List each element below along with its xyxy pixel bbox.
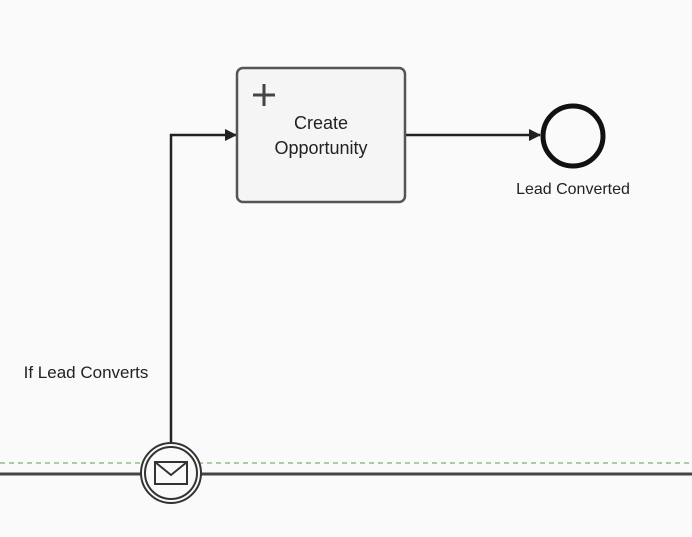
- collapsed-subprocess-plus-icon: [253, 84, 275, 106]
- sequence-flow-to-subprocess[interactable]: [169, 129, 237, 447]
- envelope-icon: [154, 461, 188, 485]
- subprocess-label-line2: Opportunity: [274, 138, 367, 158]
- end-event-lead-converted[interactable]: [540, 103, 606, 169]
- boundary-event-label: If Lead Converts: [24, 363, 149, 382]
- subprocess-label-line1: Create: [294, 113, 348, 133]
- end-event-label: Lead Converted: [516, 181, 630, 198]
- boundary-message-event[interactable]: [140, 442, 202, 504]
- subprocess-create-opportunity[interactable]: Create Opportunity: [235, 66, 407, 204]
